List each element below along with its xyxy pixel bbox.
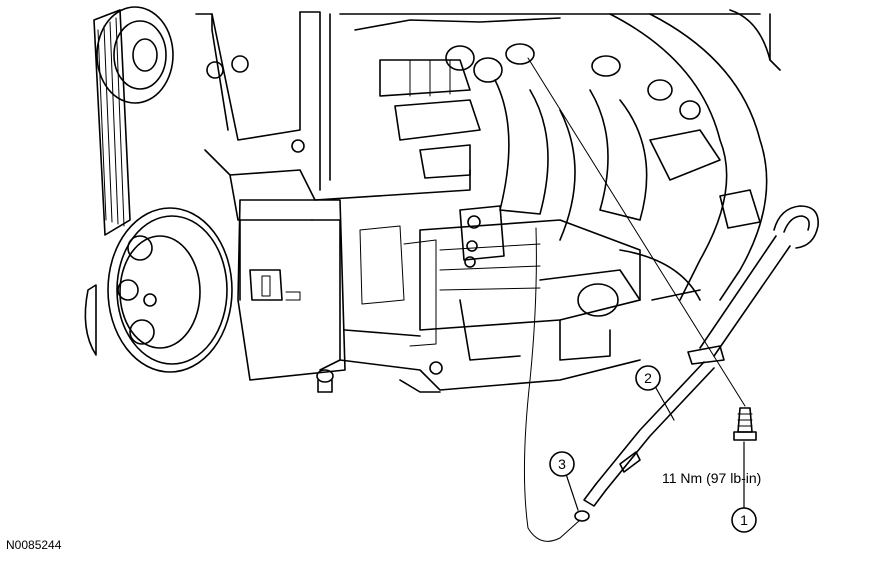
o-ring (574, 510, 590, 522)
torque-spec-label: 11 Nm (97 lb-in) (662, 470, 762, 486)
engine-block-art (84, 6, 781, 393)
callout-1: 1 (731, 507, 757, 533)
front-bracket (195, 11, 471, 371)
dipstick-tube (583, 205, 819, 507)
installation-lines (523, 57, 746, 542)
lower-crossmember (339, 225, 641, 393)
bolt (733, 407, 757, 441)
leader-lines (565, 387, 745, 511)
crank-pulley (107, 207, 233, 373)
callout-3-number: 3 (558, 456, 566, 472)
cylinder-head (339, 13, 761, 179)
callout-3: 3 (549, 451, 575, 477)
figure-id: N0085244 (6, 538, 62, 552)
callout-1-number: 1 (740, 512, 748, 528)
intake-runners (494, 79, 721, 241)
callout-2: 2 (635, 365, 661, 391)
mount-bracket (459, 205, 505, 268)
accessory-body (237, 199, 346, 393)
heater-hose (609, 9, 781, 301)
upper-pulley (96, 6, 174, 104)
serpentine-belt (93, 9, 131, 236)
callout-2-number: 2 (644, 370, 652, 386)
